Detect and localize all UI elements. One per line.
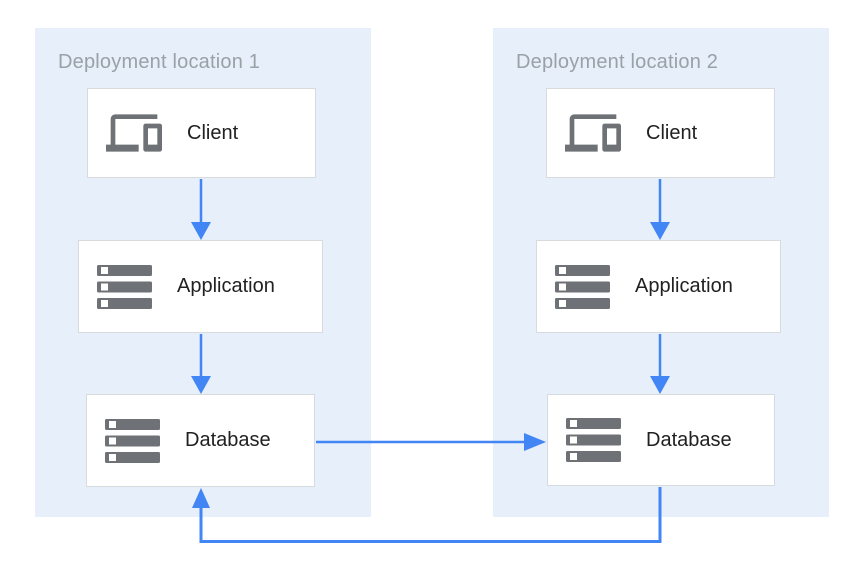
server-stack-icon (97, 264, 152, 309)
server-stack-icon (105, 418, 160, 463)
zone-title: Deployment location 2 (516, 51, 719, 73)
server-stack-icon (566, 418, 621, 462)
node-label: Client (646, 121, 698, 144)
zone-deployment-location-2: Deployment location 2 Client (493, 28, 829, 517)
node-database-1: Database (86, 394, 315, 487)
devices-icon (106, 105, 162, 161)
node-label: Application (177, 275, 275, 297)
node-label: Application (635, 275, 733, 297)
server-stack-icon (555, 264, 610, 309)
node-application-1: Application (78, 240, 323, 333)
node-application-2: Application (536, 240, 781, 333)
zone-title: Deployment location 1 (58, 51, 261, 73)
node-client-1: Client (87, 88, 316, 178)
node-database-2: Database (547, 394, 775, 486)
node-label: Database (185, 429, 271, 451)
zone-deployment-location-1: Deployment location 1 Client (35, 28, 371, 517)
devices-icon (565, 105, 621, 161)
node-client-2: Client (546, 88, 775, 178)
node-label: Database (646, 428, 732, 451)
node-label: Client (187, 121, 239, 144)
